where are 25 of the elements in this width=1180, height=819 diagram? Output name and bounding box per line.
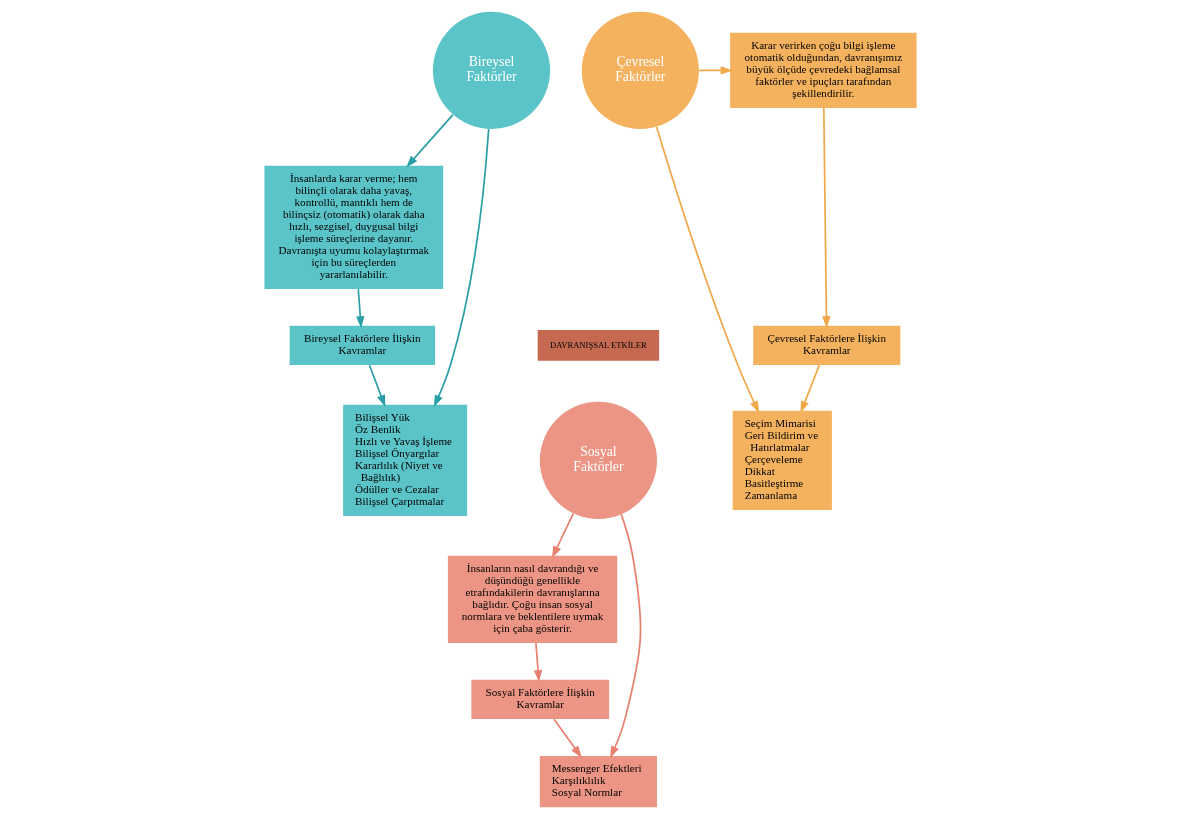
arrow bbox=[609, 513, 641, 759]
arrow bbox=[800, 364, 820, 414]
arrow bbox=[551, 512, 574, 559]
node-box: Seçim Mimarisi Geri Bildirim ve Hatırlatmalar Çerçeveleme Dikkat Basitleştirme Zamanlama bbox=[732, 410, 832, 510]
arrow bbox=[697, 66, 733, 75]
node-circle: Sosyal Faktörler bbox=[539, 401, 657, 519]
node-box: İnsanlarda karar verme; hem bilinçli olarak daha yavaş, kontrollü, mantıklı hem de bilinçsiz (otomatik) olarak daha hızlı, sezgisel, duygusal bilgi işleme süreçlerine dayanır. Davranışta uyumu kolaylaştırmak için bu süreçlerden yararlanılabilir. bbox=[263, 165, 443, 289]
node-box: Çevresel Faktörlere İlişkin Kavramlar bbox=[752, 325, 900, 365]
node-box: Bireysel Faktörlere İlişkin Kavramlar bbox=[289, 325, 435, 365]
node-box: Sosyal Faktörlere İlişkin Kavramlar bbox=[470, 679, 609, 720]
arrow bbox=[655, 126, 759, 414]
node-box: İnsanların nasıl davrandığı ve düşündüğü genellikle etrafındakilerin davranışlarına bağlıdır. Çoğu insan sosyal normlara ve beklentilere uymak için çaba gösterir. bbox=[447, 555, 617, 643]
arrow bbox=[368, 364, 385, 407]
node-circle: Çevresel Faktörler bbox=[581, 11, 699, 129]
node-box: Karar verirken çoğu bilgi işleme otomatik olduğundan, davranışımız büyük ölçüde çevredeki bağlamsal faktörler ve ipuçları tarafından şekillendirilir. bbox=[729, 32, 917, 108]
node-circle: Bireysel Faktörler bbox=[432, 11, 550, 129]
arrow bbox=[405, 114, 454, 168]
node-box: Bilişsel Yük Öz Benlik Hızlı ve Yavaş İşleme Bilişsel Önyargılar Kararlılık (Niyet ve Bağlılık) Ödüller ve Cezalar Bilişsel Çarpıtmalar bbox=[342, 404, 467, 516]
arrow bbox=[821, 107, 831, 329]
arrow bbox=[433, 128, 490, 408]
arrow bbox=[533, 642, 542, 683]
node-box: Messenger Efektleri Karşılıklılık Sosyal Normlar bbox=[539, 755, 657, 808]
arrow bbox=[355, 288, 364, 329]
node-box: DAVRANIŞSAL ETKİLER bbox=[537, 329, 659, 361]
arrow bbox=[552, 718, 582, 758]
